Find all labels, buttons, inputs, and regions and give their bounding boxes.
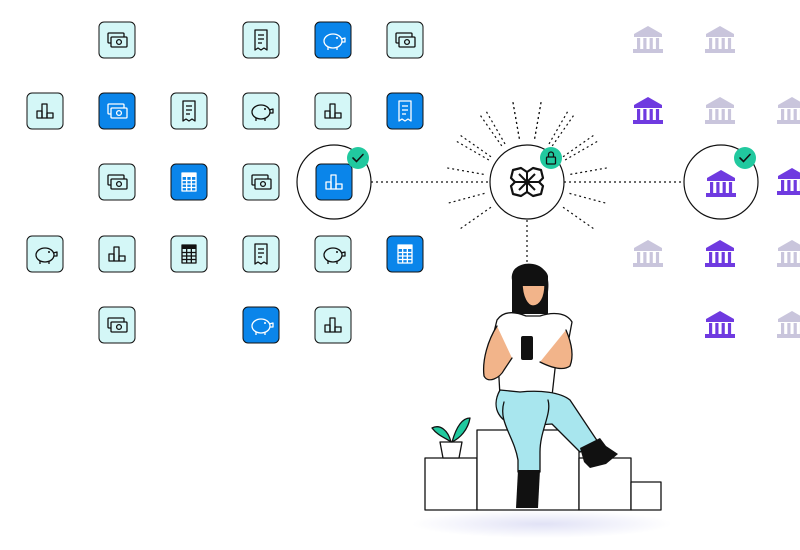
connectors (371, 101, 684, 278)
steps (424, 429, 662, 511)
smartphone-icon (521, 336, 533, 360)
plaid-logo-icon (509, 166, 545, 198)
hub-center (489, 144, 565, 220)
money-icon (251, 174, 272, 190)
money-icon (107, 317, 128, 333)
bank-icon (777, 168, 800, 195)
tile-receipt-icon (386, 92, 424, 130)
bank-icon (777, 240, 800, 267)
chart-icon (325, 174, 343, 190)
tile-chart-icon (26, 92, 64, 130)
piggy-bank-icon (251, 104, 274, 121)
money-icon (107, 32, 128, 48)
piggy-bank-icon (323, 33, 346, 50)
tile-chart-icon (314, 306, 352, 344)
tile-piggy-bank-icon (242, 306, 280, 344)
tile-money-icon (98, 163, 136, 201)
chart-icon (36, 103, 54, 119)
chart-icon (324, 103, 342, 119)
tile-receipt-icon (242, 21, 280, 59)
receipt-icon (254, 29, 268, 51)
tile-piggy-bank-icon (314, 21, 352, 59)
hub-left (296, 144, 372, 220)
receipt-icon (254, 243, 268, 265)
tile-spreadsheet-icon (170, 235, 208, 273)
hub-right (683, 144, 759, 220)
tile-money-icon (98, 21, 136, 59)
spreadsheet-icon (181, 244, 197, 264)
tile-money-icon (386, 21, 424, 59)
bank-icon (705, 240, 735, 267)
tile-money-icon (242, 163, 280, 201)
bank-grid (633, 26, 800, 338)
bank-icon (705, 311, 735, 338)
bank-icon (706, 170, 736, 197)
check-icon (347, 147, 369, 169)
money-icon (395, 32, 416, 48)
chart-icon (108, 246, 126, 262)
tile-chart-icon (98, 235, 136, 273)
piggy-bank-icon (35, 247, 58, 264)
hub (296, 144, 759, 220)
bank-icon (633, 97, 663, 124)
piggy-bank-icon (251, 318, 274, 335)
bank-icon (705, 97, 735, 124)
bank-icon (633, 26, 663, 53)
tile-chart-icon (314, 92, 352, 130)
money-icon (107, 174, 128, 190)
tile-grid (26, 21, 424, 344)
tile-piggy-bank-icon (26, 235, 64, 273)
spreadsheet-icon (397, 244, 413, 264)
chart-icon (324, 317, 342, 333)
bank-icon (633, 240, 663, 267)
person-scene (412, 263, 672, 538)
tile-receipt-icon (242, 235, 280, 273)
floor-shadow (412, 510, 672, 538)
tile-spreadsheet-icon (170, 163, 208, 201)
tile-piggy-bank-icon (314, 235, 352, 273)
tile-piggy-bank-icon (242, 92, 280, 130)
money-icon (107, 103, 128, 119)
check-icon (734, 147, 756, 169)
signal-rays (446, 101, 608, 230)
tile-spreadsheet-icon (386, 235, 424, 273)
spreadsheet-icon (181, 172, 197, 192)
receipt-icon (398, 100, 412, 122)
bank-icon (777, 311, 800, 338)
plant (431, 417, 471, 459)
bank-icon (705, 26, 735, 53)
tile-money-icon (98, 92, 136, 130)
lock-icon (540, 147, 562, 169)
tile-money-icon (98, 306, 136, 344)
bank-icon (777, 97, 800, 124)
person (482, 263, 618, 508)
tile-receipt-icon (170, 92, 208, 130)
piggy-bank-icon (323, 247, 346, 264)
receipt-icon (182, 100, 196, 122)
